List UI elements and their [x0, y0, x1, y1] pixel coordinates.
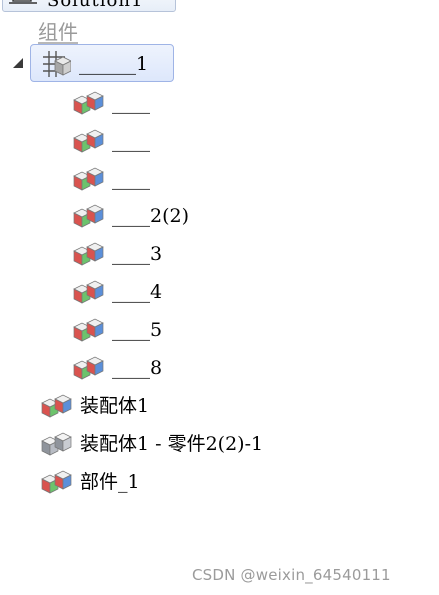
watermark-text: CSDN @weixin_64540111 [192, 566, 391, 584]
tree-child-label: ____8 [112, 357, 163, 379]
part-cube-color-icon [41, 394, 72, 418]
tree-child-label: ____5 [112, 319, 163, 341]
tree-child-item-7[interactable]: ____5 [72, 316, 162, 344]
tree-item-assembly1-part[interactable]: 装配体1 - 零件2(2)-1 [40, 430, 263, 458]
tree-child-item-4[interactable]: ____2(2) [72, 202, 189, 230]
tree-child-item-3[interactable]: ____ [72, 165, 150, 193]
tree-child-label: ____3 [112, 243, 163, 265]
tree-item-component1[interactable]: 部件_1 [40, 468, 140, 496]
tree-child-label: ____ [112, 92, 150, 114]
solution-icon [9, 0, 37, 4]
tree-child-item-1[interactable]: ____ [72, 89, 150, 117]
part-cube-color-icon [73, 91, 104, 115]
tree-child-label: ____4 [112, 281, 163, 303]
tree-item-assembly1[interactable]: 装配体1 [40, 392, 149, 420]
solution-node[interactable]: Solution1 [2, 0, 176, 12]
section-label-components[interactable]: 组件 [38, 20, 78, 44]
tree-child-label: ____ [112, 168, 150, 190]
expand-collapse-triangle-icon[interactable] [11, 56, 25, 70]
part-cube-color-icon [41, 470, 72, 494]
part-cube-color-icon [73, 318, 104, 342]
tree-child-item-2[interactable]: ____ [72, 127, 150, 155]
part-cube-color-icon [73, 356, 104, 380]
tree-item-label: 部件_1 [80, 471, 140, 493]
tree-item-label: 装配体1 [80, 395, 150, 417]
tree-child-item-8[interactable]: ____8 [72, 354, 162, 382]
part-cube-color-icon [73, 167, 104, 191]
tree-item-label: 装配体1 - 零件2(2)-1 [80, 433, 264, 455]
tree-child-item-5[interactable]: ____3 [72, 240, 162, 268]
part-cube-gray-icon [41, 432, 72, 456]
tree-child-item-6[interactable]: ____4 [72, 278, 162, 306]
solution-label: Solution1 [47, 0, 144, 11]
part-cube-color-icon [73, 204, 104, 228]
part-cube-color-icon [73, 129, 104, 153]
assembly-grid-icon [43, 51, 71, 77]
part-cube-color-icon [73, 280, 104, 304]
tree-child-label: ____ [112, 130, 150, 152]
part-cube-color-icon [73, 242, 104, 266]
assembly-node-selected[interactable]: ______1 [30, 44, 174, 82]
tree-child-label: ____2(2) [112, 205, 190, 227]
assembly-node-label: ______1 [79, 53, 149, 75]
